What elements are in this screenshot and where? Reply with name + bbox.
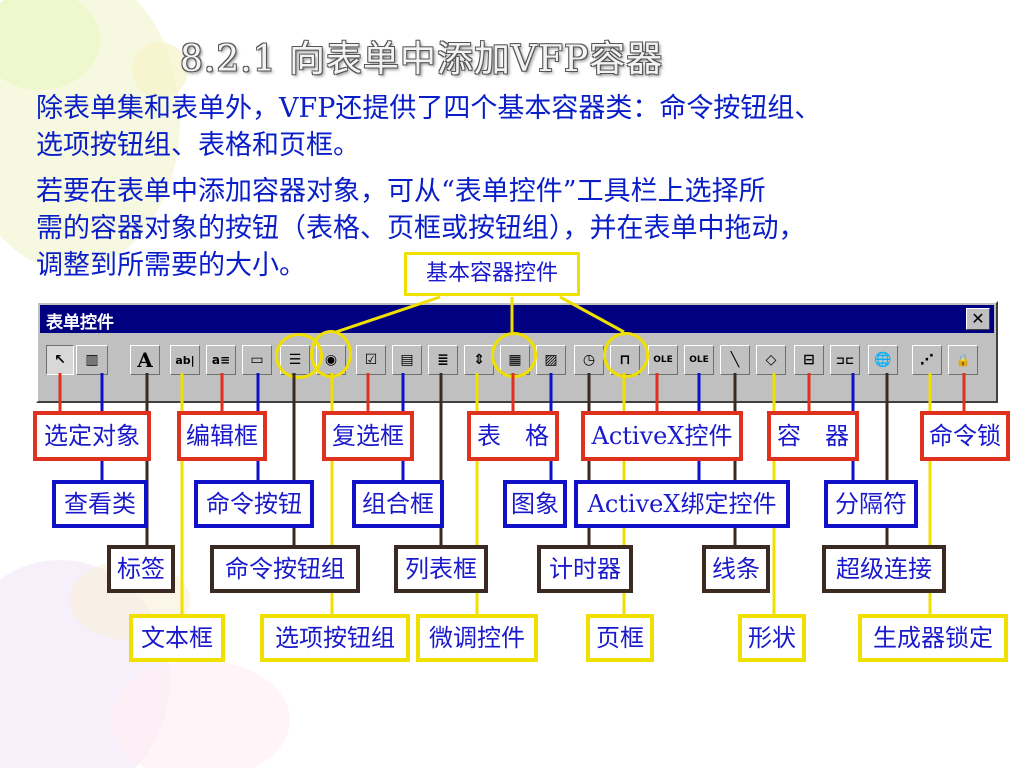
paragraph-line: 调整到所需要的大小。: [36, 250, 306, 281]
textbox-button[interactable]: ab|: [170, 345, 200, 375]
label-activex-control: ActiveX控件: [581, 411, 743, 461]
command-button-button[interactable]: ▭: [242, 345, 272, 375]
highlight-ring: [603, 332, 649, 378]
view-classes-button[interactable]: ▥: [76, 345, 108, 375]
label-activex-bound: ActiveX绑定控件: [574, 480, 790, 528]
paragraph-line: 除表单集和表单外，VFP还提供了四个基本容器类：命令按钮组、: [36, 93, 822, 124]
label-command-group: 命令按钮组: [210, 545, 360, 593]
label-shape: 形状: [738, 614, 806, 662]
label-button[interactable]: A: [130, 345, 160, 375]
label-textbox: 文本框: [129, 614, 225, 662]
label-hyperlink: 超级连接: [822, 545, 946, 593]
label-builder-lock: 生成器锁定: [858, 614, 1008, 662]
label-image: 图象: [503, 480, 567, 528]
label-editbox: 编辑框: [177, 411, 267, 461]
close-button[interactable]: ✕: [966, 308, 990, 330]
label-container: 容 器: [767, 411, 859, 461]
label-line: 线条: [702, 545, 770, 593]
checkbox-button[interactable]: ☑: [356, 345, 386, 375]
listbox-button[interactable]: ≣: [428, 345, 458, 375]
select-objects-button[interactable]: ↖: [46, 345, 74, 375]
label-combobox: 组合框: [352, 480, 444, 528]
label-option-group: 选项按钮组: [260, 614, 410, 662]
shape-button[interactable]: ◇: [756, 345, 786, 375]
label-grid: 表 格: [467, 411, 559, 461]
combobox-button[interactable]: ▤: [392, 345, 422, 375]
label-separator: 分隔符: [824, 480, 918, 528]
label-checkbox: 复选框: [322, 411, 414, 461]
label-listbox: 列表框: [394, 545, 488, 593]
builder-lock-button[interactable]: ⋰: [912, 345, 942, 375]
slide-title: 8.2.1 向表单中添加VFP容器: [180, 39, 664, 80]
label-view-classes: 查看类: [52, 480, 148, 528]
separator-button[interactable]: ⊐⊏: [830, 345, 860, 375]
label-timer: 计时器: [537, 545, 633, 593]
activex-bound-button[interactable]: OLE: [684, 345, 714, 375]
paragraph-line: 若要在表单中添加容器对象，可从“表单控件”工具栏上选择所: [36, 176, 766, 207]
editbox-button[interactable]: a≡: [206, 345, 236, 375]
activex-control-button[interactable]: OLE: [648, 345, 678, 375]
toolbar-titlebar: 表单控件 ✕: [40, 305, 994, 333]
paragraph-line: 选项按钮组、表格和页框。: [36, 130, 360, 161]
toolbar-title: 表单控件: [46, 313, 114, 333]
label-pageframe: 页框: [586, 614, 654, 662]
paragraph-line: 需的容器对象的按钮（表格、页框或按钮组），并在表单中拖动，: [36, 213, 806, 244]
container-controls-callout: 基本容器控件: [404, 252, 580, 296]
hyperlink-button[interactable]: 🌐: [868, 345, 898, 375]
label-select-objects: 选定对象: [33, 411, 151, 461]
label-label: 标签: [107, 545, 175, 593]
button-lock-button[interactable]: 🔒: [948, 345, 978, 375]
label-button-lock: 命令锁: [920, 411, 1010, 461]
label-command-button: 命令按钮: [194, 480, 314, 528]
label-spinner: 微调控件: [416, 614, 538, 662]
